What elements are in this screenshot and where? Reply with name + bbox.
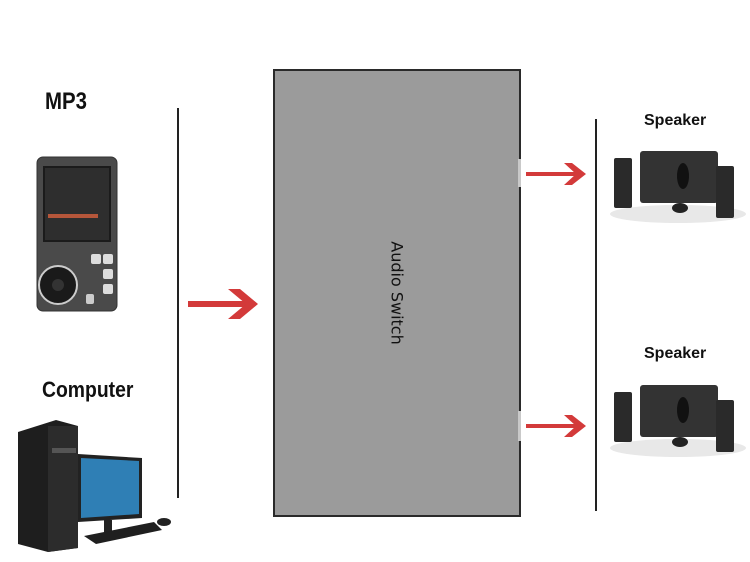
input-arrow-icon [188, 289, 258, 319]
speaker-1-label: Speaker [644, 112, 707, 129]
computer-label: Computer [42, 377, 134, 402]
desktop-computer-icon [18, 420, 171, 552]
output-arrow-1-icon [526, 163, 586, 185]
output-arrow-2-icon [526, 415, 586, 437]
speaker-system-1-icon [610, 151, 746, 223]
input-bus-line [177, 108, 179, 498]
speaker-2-label: Speaker [644, 345, 707, 362]
speaker-system-2-icon [610, 385, 746, 457]
mp3-label: MP3 [45, 88, 87, 115]
audio-switch-box: Audio Switch [273, 69, 521, 517]
output-port-2 [518, 411, 521, 441]
mp3-player-icon [36, 156, 118, 312]
output-bus-line [595, 119, 597, 511]
output-port-1 [518, 159, 521, 187]
audio-switch-label: Audio Switch [387, 241, 407, 345]
